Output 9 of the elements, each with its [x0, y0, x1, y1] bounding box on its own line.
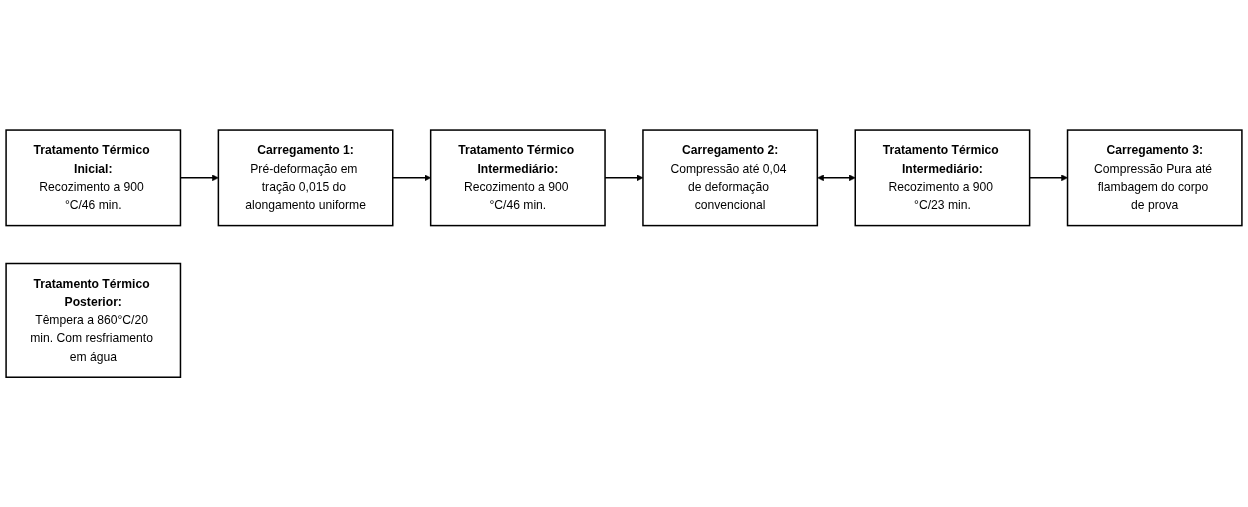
node-box: Tratamento Térmico Intermediário: Recozimento a 900 °C/23 min. — [854, 129, 1031, 227]
node-box: Carregamento 1: Pré-deformação em tração 0,015 do alongamento uniforme — [217, 129, 394, 227]
node-box: Tratamento Térmico Intermediário: Recozimento a 900 °C/46 min. — [429, 129, 606, 227]
node-box: Tratamento Térmico Inicial: Recozimento a 900 °C/46 min. — [5, 129, 182, 227]
node-box: Carregamento 3: Compressão Pura até flambagem do corpo de prova — [1066, 129, 1243, 227]
node-box: Tratamento Térmico Posterior: Têmpera a 860°C/20 min. Com resfriamento em água — [5, 262, 182, 378]
node-box: Carregamento 2: Compressão até 0,04 de deformação convencional — [642, 129, 819, 227]
arrow — [817, 174, 856, 181]
arrow — [392, 174, 431, 181]
